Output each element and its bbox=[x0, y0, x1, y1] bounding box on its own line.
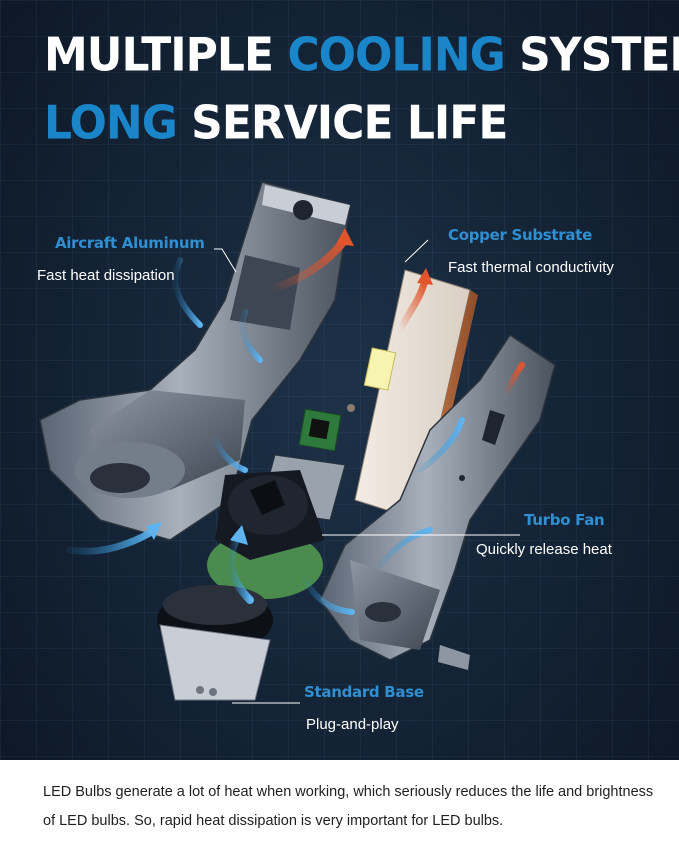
copper-substrate-desc: Fast thermal conductivity bbox=[448, 259, 614, 276]
standard-base-plug bbox=[157, 585, 273, 701]
line1-segment-2: SYSTEM bbox=[519, 28, 679, 83]
description-panel bbox=[0, 760, 679, 859]
standard-base-title: Standard Base bbox=[304, 683, 424, 701]
turbo-fan-desc: Quickly release heat bbox=[476, 541, 612, 558]
copper-substrate-title: Copper Substrate bbox=[448, 226, 592, 244]
line1-segment-0: MULTIPLE bbox=[44, 28, 288, 83]
right-heatsink-housing bbox=[319, 333, 556, 670]
turbo-fan-title: Turbo Fan bbox=[524, 511, 605, 529]
callout-leader-lines bbox=[214, 239, 520, 704]
standard-base-desc: Plug-and-play bbox=[306, 716, 399, 733]
left-heatsink-housing bbox=[39, 181, 351, 541]
aircraft-aluminum-title: Aircraft Aluminum bbox=[55, 234, 205, 252]
led-bulb-illustration bbox=[39, 181, 556, 704]
headline-line-1: MULTIPLE COOLING SYSTEM bbox=[44, 29, 679, 83]
turbo-fan-unit bbox=[207, 454, 346, 599]
headline-line-2: LONG SERVICE LIFE bbox=[44, 96, 508, 151]
copper-substrate-board bbox=[298, 269, 478, 525]
description-text: LED Bulbs generate a lot of heat when wo… bbox=[43, 784, 654, 829]
line2-segment-1: SERVICE LIFE bbox=[176, 96, 508, 151]
line1-segment-1: COOLING bbox=[287, 28, 505, 83]
airflow-arrows bbox=[66, 257, 465, 615]
line2-segment-0: LONG bbox=[44, 96, 178, 151]
heat-flow-arrows bbox=[266, 228, 525, 398]
aircraft-aluminum-desc: Fast heat dissipation bbox=[37, 267, 175, 284]
